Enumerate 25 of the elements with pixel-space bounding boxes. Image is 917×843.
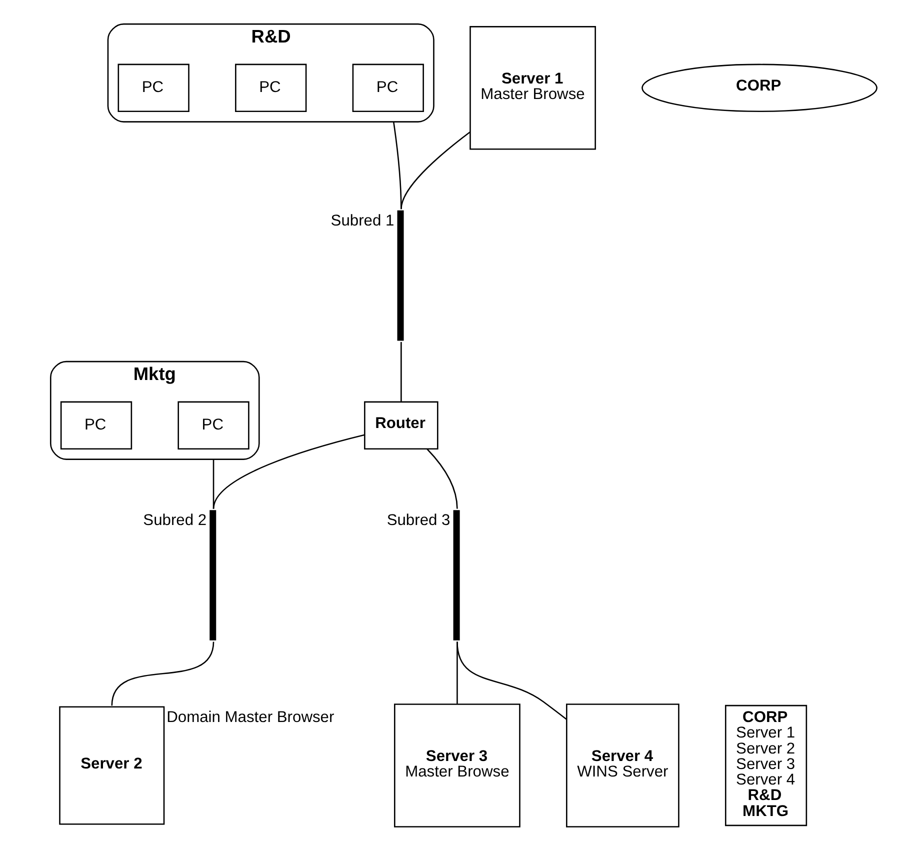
node-label: Domain Master Browser: [166, 708, 334, 726]
node-box: PC: [60, 401, 132, 450]
node-bar: [210, 510, 216, 640]
connector: [400, 342, 402, 402]
node-label: Subred 2: [143, 512, 207, 530]
node-box: Server 3 Master Browse: [394, 704, 520, 828]
node-ellipse: CORP: [642, 64, 878, 112]
node-bar: [397, 210, 404, 341]
node-box: Server 2: [59, 706, 165, 825]
node-box: PC: [235, 64, 307, 112]
connector: [400, 131, 470, 210]
connector: [111, 642, 214, 706]
connector: [426, 448, 458, 509]
connector: [212, 434, 365, 509]
connector: [456, 642, 567, 720]
node-label: Subred 3: [386, 512, 450, 530]
node-box: PC: [118, 64, 190, 112]
node-bar: [453, 510, 460, 640]
node-label: Subred 1: [330, 212, 394, 230]
node-box: Server 4 WINS Server: [566, 704, 680, 828]
node-box: Server 1 Master Browse: [470, 26, 596, 150]
node-box: PC: [178, 401, 250, 450]
node-box: Router: [364, 401, 438, 450]
node-box: PC: [352, 64, 424, 112]
node-box: CORP Server 1 Server 2 Server 3 Server 4 R&D MKTG: [724, 704, 808, 826]
